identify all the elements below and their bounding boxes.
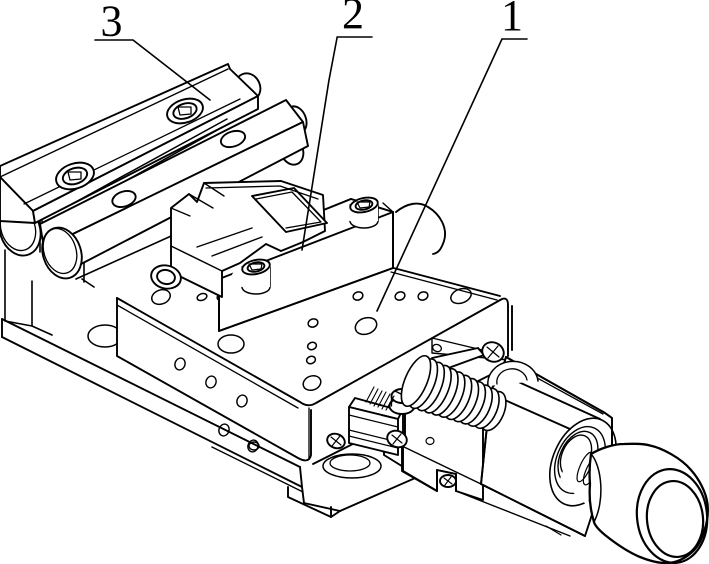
- svg-text:3: 3: [101, 0, 123, 46]
- svg-text:1: 1: [501, 0, 523, 40]
- svg-text:2: 2: [342, 0, 364, 38]
